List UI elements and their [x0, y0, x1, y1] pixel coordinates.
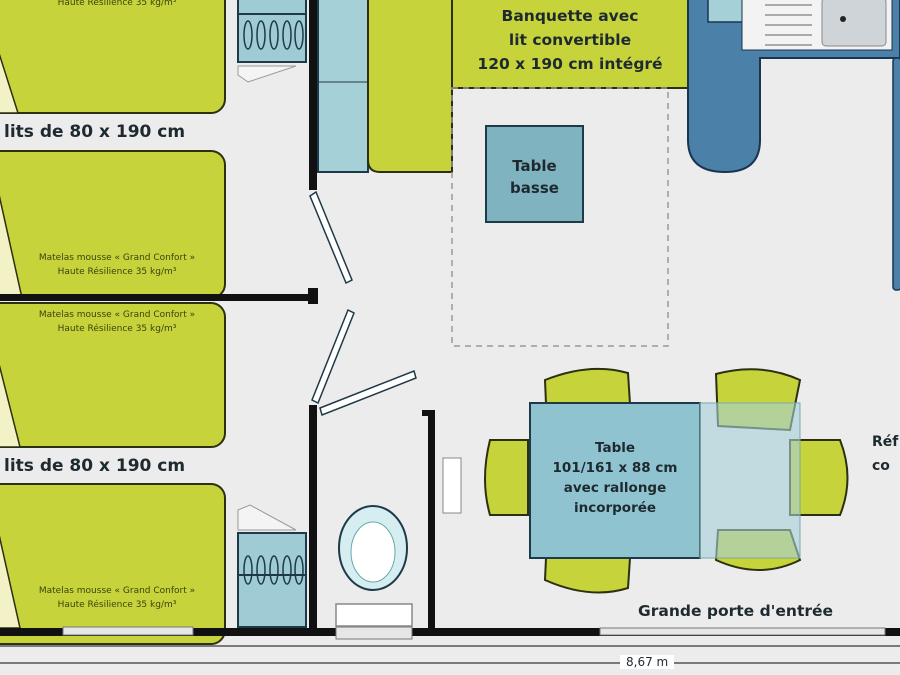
dimension-line	[0, 645, 900, 664]
kitchen	[687, 0, 900, 291]
mattress-spec-partial: Haute Résilience 35 kg/m³	[57, 0, 177, 8]
mattress-spec: Matelas mousse « Grand Confort »Haute Ré…	[38, 586, 196, 610]
wardrobe-top	[237, 0, 307, 83]
doors	[309, 190, 417, 417]
convertible-bed-outline	[451, 87, 669, 347]
sink-icon	[821, 0, 887, 47]
bed-3	[0, 302, 226, 448]
bed-size-label: lits de 80 x 190 cm	[4, 456, 186, 476]
entrance-label: Grande porte d'entrée	[638, 602, 834, 620]
mattress-spec: Matelas mousse « Grand Confort »Haute Ré…	[38, 310, 196, 334]
bed-size-label: lits de 80 x 190 cm	[4, 122, 186, 142]
walls	[0, 0, 900, 636]
toilet-icon	[335, 505, 413, 627]
dining-table	[529, 402, 701, 559]
bed-1	[0, 0, 226, 114]
coffee-table	[485, 125, 584, 223]
mattress-spec: Matelas mousse « Grand Confort »Haute Ré…	[38, 253, 196, 277]
bed-4	[0, 483, 226, 645]
bed-2	[0, 150, 226, 299]
shower-rail	[442, 457, 462, 514]
width-dimension-label: 8,67 m	[620, 655, 675, 669]
table-extension	[699, 402, 801, 559]
wardrobe-bottom	[237, 504, 307, 628]
windows	[62, 626, 886, 640]
